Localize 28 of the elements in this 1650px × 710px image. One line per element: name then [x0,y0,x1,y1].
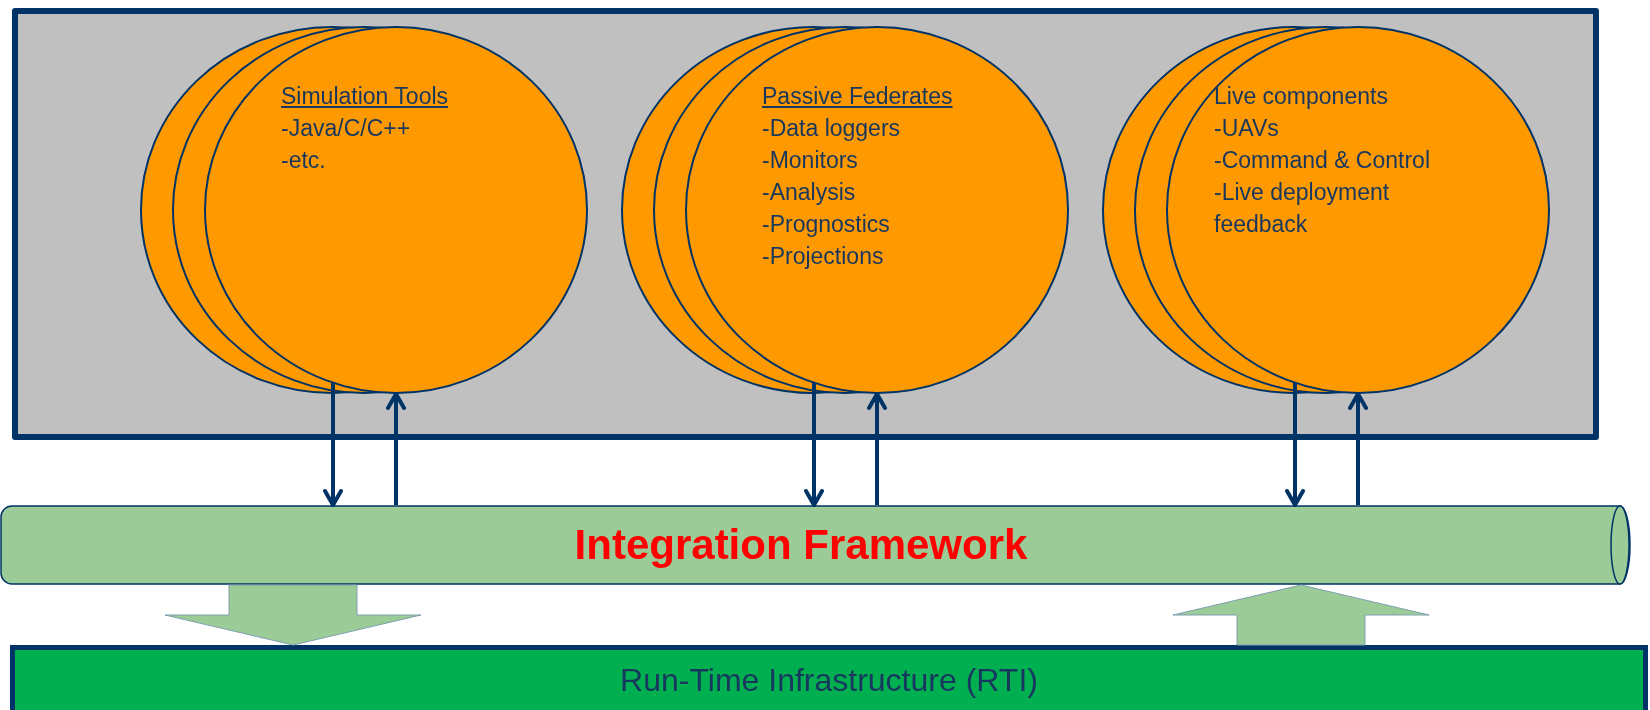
list-item: -Analysis [762,178,856,207]
group-heading: Live components [1214,82,1388,111]
arrow [1285,382,1305,507]
list-item: -Command & Control [1214,146,1431,175]
group-panel [12,8,1599,440]
arrow [323,382,343,507]
group-heading: Passive Federates [762,82,953,111]
arrow [1348,392,1368,505]
list-item: -Projections [762,242,884,271]
list-item: -Live deployment feedback [1214,178,1391,239]
block-arrow [1172,584,1430,646]
block-arrow [164,584,422,646]
list-item: -Data loggers [762,114,901,143]
component-stack [1102,25,1550,395]
list-item: -Monitors [762,146,858,175]
list-item: -Java/C/C++ [281,114,411,143]
list-item: -UAVs [1214,114,1279,143]
list-item: -etc. [281,146,326,175]
component-stack [621,25,1069,395]
framework-title: Integration Framework [574,521,1028,569]
infrastructure-bar [10,645,1648,710]
arrow [386,392,406,505]
arrow [804,382,824,507]
arrow [867,392,887,505]
list-item: -Prognostics [762,210,890,239]
infrastructure-label: Run-Time Infrastructure (RTI) [620,661,1038,699]
group-heading: Simulation Tools [281,82,449,111]
component-stack [140,25,588,395]
